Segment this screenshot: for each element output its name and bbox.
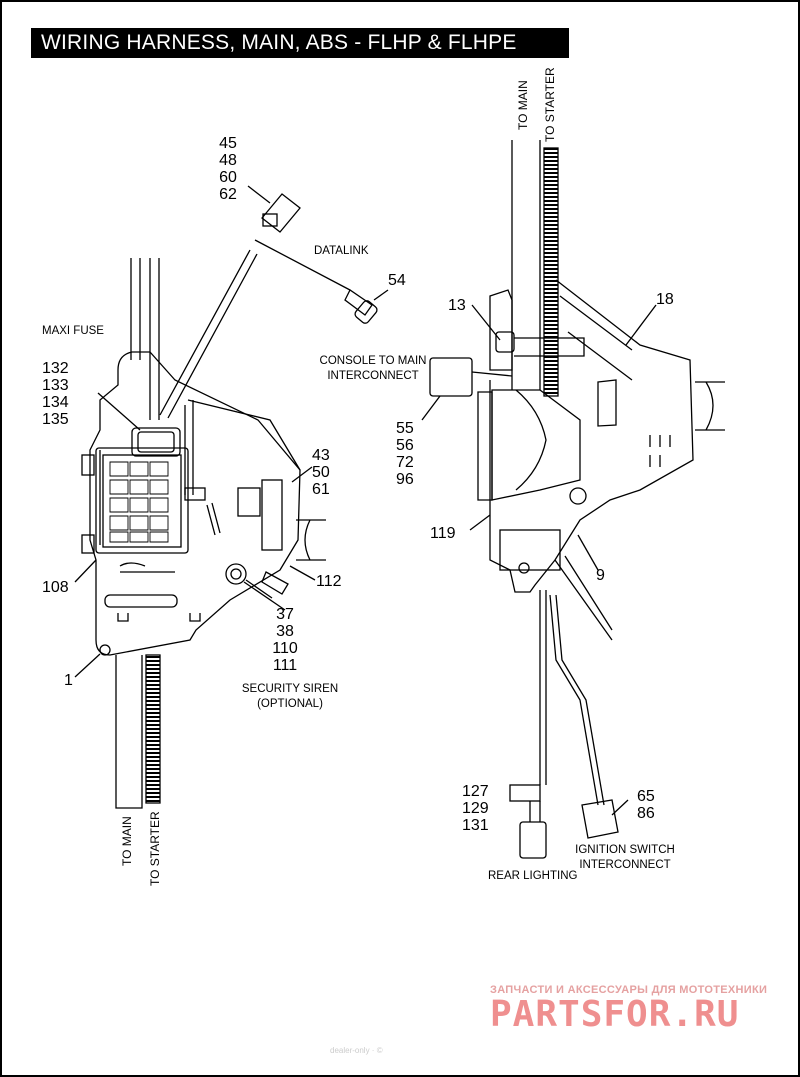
callout-132: 132: [42, 360, 69, 377]
callout-43-61: 43 50 61: [312, 447, 330, 498]
callout-119: 119: [430, 525, 456, 542]
label-left-to-starter: TO STARTER: [148, 811, 162, 886]
callout-111: 111: [272, 657, 298, 674]
callout-127: 127: [462, 783, 489, 800]
callout-54: 54: [388, 272, 406, 289]
label-ignition-interconnect: IGNITION SWITCH INTERCONNECT: [572, 843, 678, 873]
callout-132-135: 132 133 134 135: [42, 360, 69, 428]
callout-37-111: 37 38 110 111: [266, 606, 304, 674]
label-left-to-main: TO MAIN: [120, 816, 134, 866]
label-right-to-starter: TO STARTER: [543, 67, 557, 142]
callout-60: 60: [219, 169, 237, 186]
left-harness-assembly: [74, 185, 389, 809]
label-console-interconnect: CONSOLE TO MAIN INTERCONNECT: [318, 354, 428, 384]
callout-55: 55: [396, 420, 414, 437]
callout-129: 129: [462, 800, 489, 817]
callout-48: 48: [219, 152, 237, 169]
callout-62: 62: [219, 186, 237, 203]
label-datalink: DATALINK: [314, 245, 369, 257]
callout-86: 86: [637, 805, 655, 822]
callout-38: 38: [276, 623, 294, 640]
callout-1: 1: [64, 672, 73, 689]
watermark-tagline: ЗАПЧАСТИ И АКСЕССУАРЫ ДЛЯ МОТОТЕХНИКИ: [490, 984, 768, 996]
callout-56: 56: [396, 437, 414, 454]
callout-61: 61: [312, 481, 330, 498]
callout-112: 112: [316, 573, 342, 590]
security-siren-line2: (OPTIONAL): [257, 698, 323, 710]
callout-55-96: 55 56 72 96: [396, 420, 414, 488]
callout-45: 45: [219, 135, 237, 152]
callout-135: 135: [42, 411, 69, 428]
callout-18: 18: [656, 291, 674, 308]
callout-37: 37: [276, 606, 294, 623]
callout-72: 72: [396, 454, 414, 471]
callout-134: 134: [42, 394, 69, 411]
callout-43: 43: [312, 447, 330, 464]
ignition-interconnect-line1: IGNITION SWITCH: [575, 844, 675, 856]
callout-96: 96: [396, 471, 414, 488]
diagram-title: WIRING HARNESS, MAIN, ABS - FLHP & FLHPE: [31, 28, 569, 58]
callout-108: 108: [42, 579, 69, 596]
footer-note: dealer-only · ©: [330, 1046, 383, 1055]
callout-65: 65: [637, 788, 655, 805]
label-rear-lighting: REAR LIGHTING: [488, 870, 578, 882]
watermark-brand: PARTSFOR.RU: [490, 994, 740, 1035]
label-security-siren: SECURITY SIREN (OPTIONAL): [240, 682, 340, 712]
callout-127-131: 127 129 131: [462, 783, 489, 834]
label-maxi-fuse: MAXI FUSE: [42, 325, 104, 337]
label-right-to-main: TO MAIN: [516, 80, 530, 130]
callout-13: 13: [448, 297, 466, 314]
security-siren-line1: SECURITY SIREN: [241, 683, 339, 695]
right-harness-assembly: [421, 140, 725, 859]
callout-45-62: 45 48 60 62: [214, 135, 242, 203]
console-interconnect-line1: CONSOLE TO MAIN: [319, 355, 427, 367]
callout-110: 110: [272, 640, 298, 657]
console-interconnect-line2: INTERCONNECT: [327, 370, 419, 382]
callout-133: 133: [42, 377, 69, 394]
callout-131: 131: [462, 817, 489, 834]
callout-65-86: 65 86: [637, 788, 655, 822]
ignition-interconnect-line2: INTERCONNECT: [579, 859, 671, 871]
callout-9: 9: [596, 567, 605, 584]
watermark: ЗАПЧАСТИ И АКСЕССУАРЫ ДЛЯ МОТОТЕХНИКИ PA…: [490, 984, 767, 1035]
callout-50: 50: [312, 464, 330, 481]
